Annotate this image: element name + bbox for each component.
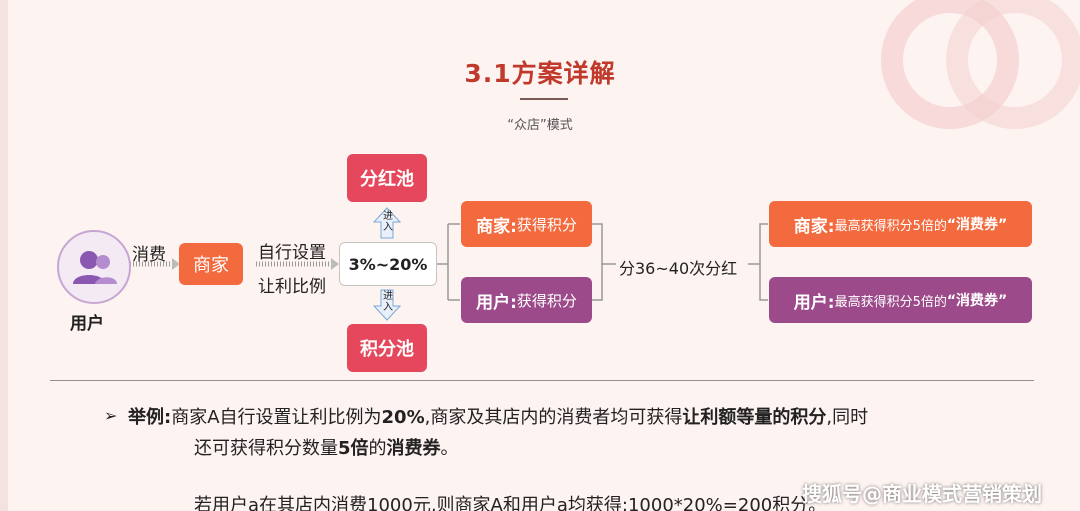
merchant-result-prefix: 商家: xyxy=(793,216,835,237)
merchant-result-voucher: “消费券” xyxy=(946,217,1008,233)
user-group-icon xyxy=(73,251,117,284)
watermark: 搜狐号@商业模式营销策划 xyxy=(802,482,1042,506)
user-result-box: 用户:最高获得积分5倍的“消费券” xyxy=(769,277,1032,323)
ratio-label-1: 自行设置 xyxy=(258,243,326,263)
merchant-gain-suffix: 获得积分 xyxy=(516,215,577,234)
merchant-gain-prefix: 商家: xyxy=(476,216,517,237)
example-text: ,同时 xyxy=(826,407,869,428)
example-emphasis: 20% xyxy=(381,407,425,428)
example-text: 的 xyxy=(368,438,387,459)
user-gain-prefix: 用户: xyxy=(476,292,517,313)
user-result-voucher: “消费券” xyxy=(946,293,1008,309)
decorative-rings-icon xyxy=(881,0,1080,129)
example-text: 。 xyxy=(440,438,459,459)
example-text: ,商家及其店内的消费者均可获得 xyxy=(424,407,683,428)
percent-range-box: 3%~20% xyxy=(339,242,437,286)
ratio-label-2: 让利比例 xyxy=(258,277,326,297)
merchant-gain-box: 商家:获得积分 xyxy=(461,201,592,247)
example-line-1: 举例:商家A自行设置让利比例为20%,商家及其店内的消费者均可获得让利额等量的积… xyxy=(128,403,868,429)
enter-label-down: 进入 xyxy=(383,291,393,313)
example-label: 举例: xyxy=(128,407,172,428)
merchant-box: 商家 xyxy=(179,243,243,285)
user-gain-box: 用户:获得积分 xyxy=(461,277,592,323)
page-title: 3.1方案详解 xyxy=(464,59,616,88)
page-subtitle: “众店”模式 xyxy=(507,118,573,133)
consume-label: 消费 xyxy=(132,245,166,265)
user-avatar xyxy=(57,230,131,304)
points-pool-box: 积分池 xyxy=(347,324,427,372)
enter-label-up: 进入 xyxy=(383,211,393,233)
example-text: 还可获得积分数量 xyxy=(194,438,338,459)
user-gain-suffix: 获得积分 xyxy=(516,291,577,310)
example-line-2: 还可获得积分数量5倍的消费券。 xyxy=(194,434,459,460)
merchant-result-box: 商家:最高获得积分5倍的“消费券” xyxy=(769,201,1032,247)
example-emphasis: 5倍 xyxy=(338,438,369,459)
example-line-3: 若用户a在其店内消费1000元,则商家A和用户a均获得:1000*20%=200… xyxy=(194,495,827,511)
user-result-prefix: 用户: xyxy=(793,292,835,313)
example-emphasis: 让利额等量的积分 xyxy=(682,407,827,428)
example-text: 商家A自行设置让利比例为 xyxy=(171,407,382,428)
title-underline xyxy=(520,98,568,100)
left-edge-band xyxy=(0,0,8,511)
user-result-middle: 最高获得积分5倍的 xyxy=(834,294,947,310)
bullet-arrow-icon: ➢ xyxy=(104,406,118,425)
merchant-result-middle: 最高获得积分5倍的 xyxy=(834,218,947,234)
dividend-pool-box: 分红池 xyxy=(347,154,427,202)
section-divider xyxy=(50,380,1034,381)
user-label: 用户 xyxy=(70,314,104,334)
dividend-rounds-label: 分36~40次分红 xyxy=(619,259,738,278)
example-emphasis: 消费券 xyxy=(386,438,441,459)
